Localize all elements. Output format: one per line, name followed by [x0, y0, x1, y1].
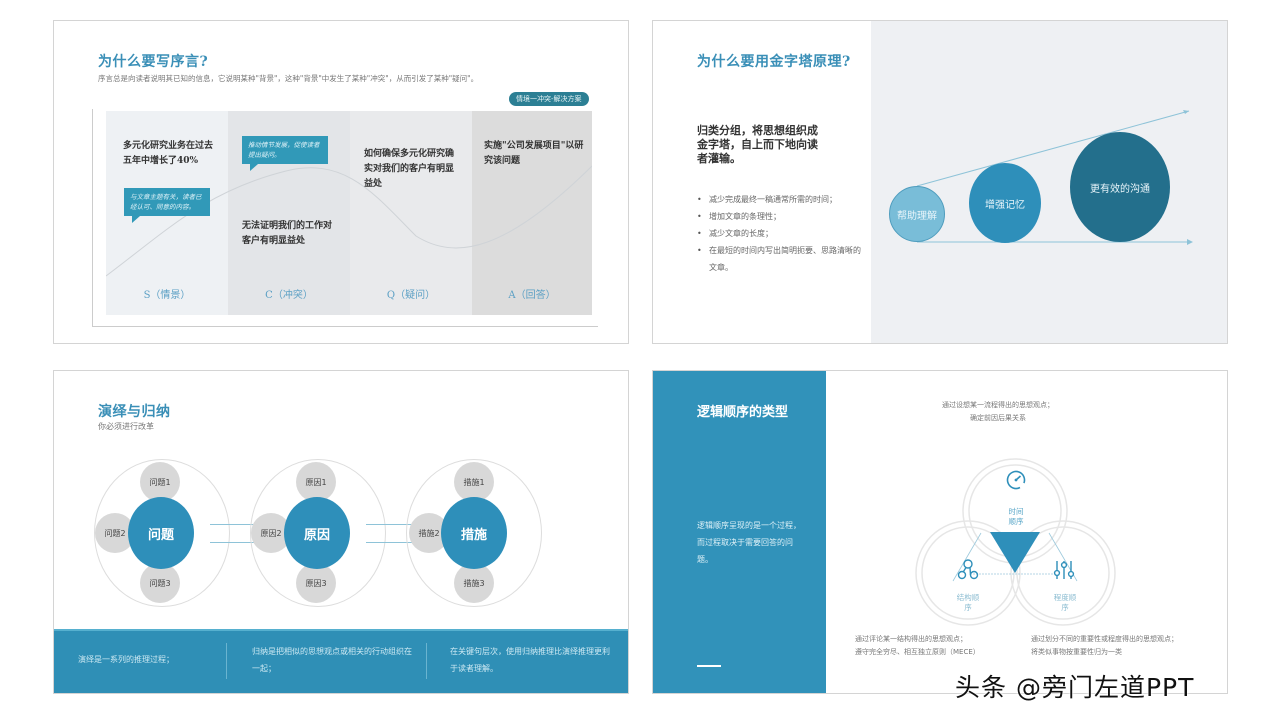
group-ring	[406, 459, 542, 607]
panel-answer: 实施"公司发展项目"以研究该问题 A（回答）	[472, 111, 592, 315]
divider	[226, 643, 227, 679]
panel-label: Q（疑问）	[386, 290, 436, 301]
structure-icon	[957, 559, 979, 580]
slide-title: 为什么要用金字塔原理?	[697, 54, 851, 70]
circle-memory: 增强记忆	[969, 163, 1041, 243]
caption-line: 遵守完全穷尽、相互独立原则（MECE）	[855, 648, 980, 656]
growth-arrows	[916, 110, 1193, 245]
top-caption: 通过设想某一流程得出的思想观点； 确定前因后果关系	[923, 399, 1073, 425]
narrative-curve	[106, 165, 592, 277]
satellite-node: 问题3	[140, 563, 180, 603]
slide-title: 为什么要写序言?	[98, 54, 209, 70]
slide-subtitle: 你必须进行改革	[98, 422, 154, 431]
list-item: 在最短的时间内写出简明扼要、思路清晰的文章。	[697, 242, 867, 276]
list-item: 增加文章的条理性；	[697, 208, 867, 225]
summary-band: 演绎是一系列的推理过程； 归纳是把相似的思想观点或相关的行动组织在一起； 在关键…	[54, 629, 628, 693]
core-node: 原因	[284, 497, 350, 569]
side-panel: 逻辑顺序的类型 逻辑顺序呈现的是一个过程，而过程取决于需要回答的问题。	[653, 371, 826, 693]
panel-text: 如何确保多元化研究确实对我们的客户有明显益处	[364, 149, 455, 189]
slide-deduction: 演绎与归纳 你必须进行改革 问题1 问题2 问题3 问题 原因1 原因2 原因3…	[53, 370, 629, 694]
slide-preface: 为什么要写序言? 序言总是向读者说明其已知的信息，它说明某种"背景"，这种"背景…	[53, 20, 629, 344]
caption-line: 确定前因后果关系	[970, 414, 1026, 422]
divider	[426, 643, 427, 679]
benefit-list: 减少完成最终一稿通常所需的时间； 增加文章的条理性； 减少文章的长度； 在最短的…	[697, 191, 867, 276]
slide-pyramid: 为什么要用金字塔原理? 归类分组，将思想组织成金字塔，自上而下地向读者灌输。 减…	[652, 20, 1228, 344]
node-label-degree: 程度顺序	[1053, 593, 1077, 612]
node-label-time: 时间顺序	[1008, 507, 1024, 526]
panel-label: A（回答）	[508, 290, 556, 301]
circle-understand: 帮助理解	[889, 186, 945, 242]
slide-title: 逻辑顺序的类型	[697, 405, 789, 420]
y-axis	[92, 109, 93, 327]
x-axis	[92, 326, 598, 327]
structure-caption: 通过评论某一结构得出的思想观点； 遵守完全穷尽、相互独立原则（MECE）	[855, 633, 1030, 659]
gauge-icon	[1006, 470, 1026, 490]
panel-label: C（冲突）	[265, 290, 313, 301]
satellite-node: 措施3	[454, 563, 494, 603]
situation-callout: 与文章主题有关，读者已经认可、同意的内容。	[124, 188, 210, 223]
slide-title: 演绎与归纳	[98, 404, 171, 420]
panel-text: 多元化研究业务在过去五年中增长了40%	[123, 141, 214, 166]
caption-line: 将类似事物按重要性归为一类	[1031, 648, 1122, 656]
panel-question: 如何确保多元化研究确实对我们的客户有明显益处 Q（疑问）	[350, 111, 472, 315]
slide-logic-order: 逻辑顺序的类型 逻辑顺序呈现的是一个过程，而过程取决于需要回答的问题。 通过设想…	[652, 370, 1228, 694]
sliders-icon	[1053, 561, 1075, 579]
node-label-structure: 结构顺序	[956, 593, 980, 612]
list-item: 减少文章的长度；	[697, 225, 867, 242]
lead-text: 归类分组，将思想组织成金字塔，自上而下地向读者灌输。	[697, 124, 818, 165]
list-item: 减少完成最终一稿通常所需的时间；	[697, 191, 867, 208]
degree-caption: 通过划分不同的重要性或程度得出的思想观点； 将类似事物按重要性归为一类	[1031, 633, 1226, 659]
accent-bar	[697, 665, 721, 667]
satellite-node: 问题1	[140, 462, 180, 502]
satellite-node: 原因3	[296, 563, 336, 603]
circle-communication: 更有效的沟通	[1070, 132, 1170, 242]
panel-text: 实施"公司发展项目"以研究该问题	[484, 141, 584, 166]
summary-induction: 归纳是把相似的思想观点或相关的行动组织在一起；	[252, 647, 412, 673]
group-ring	[94, 459, 230, 607]
satellite-node: 措施1	[454, 462, 494, 502]
slide-description: 逻辑顺序呈现的是一个过程，而过程取决于需要回答的问题。	[697, 521, 801, 564]
caption-line: 通过设想某一流程得出的思想观点；	[942, 401, 1054, 409]
group-ring	[250, 459, 386, 607]
panel-label: S（情景）	[143, 290, 191, 301]
caption-line: 通过划分不同的重要性或程度得出的思想观点；	[1031, 635, 1178, 643]
venn-diagram	[915, 458, 1116, 626]
panel-text: 无法证明我们的工作对客户有明显益处	[242, 221, 333, 246]
core-node: 措施	[441, 497, 507, 569]
complication-callout: 推动情节发展，促使读者提出疑问。	[242, 136, 328, 171]
scqa-tag: 情境一冲突-解决方案	[509, 92, 589, 106]
slide-subtitle: 序言总是向读者说明其已知的信息，它说明某种"背景"，这种"背景"中发生了某种"冲…	[98, 74, 479, 83]
summary-deduction: 演绎是一系列的推理过程；	[78, 655, 174, 664]
core-node: 问题	[128, 497, 194, 569]
watermark: 头条 @旁门左道PPT	[955, 673, 1195, 702]
summary-recommendation: 在关键句层次，使用归纳推理比演绎推理更利于读者理解。	[450, 647, 610, 673]
satellite-node: 原因1	[296, 462, 336, 502]
caption-line: 通过评论某一结构得出的思想观点；	[855, 635, 967, 643]
